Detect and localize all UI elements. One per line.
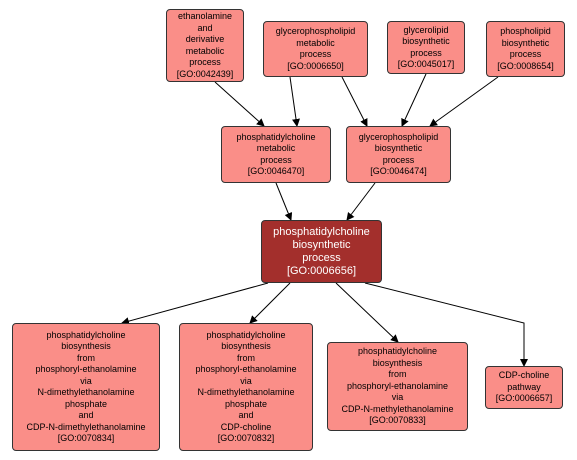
node-label-line: metabolic [185, 45, 225, 56]
node-label-line: process [509, 49, 542, 59]
node-label-line: from [77, 352, 95, 363]
edge-gpl-biosynthetic-to-pc-biosynthetic [346, 182, 376, 221]
node-label-line: N-dimethylethanolamine [37, 387, 135, 397]
node-label-line: [GO:0070832] [217, 433, 275, 443]
edge-pc-biosynthetic-to-go0006657 [364, 282, 528, 367]
node-label-line: process [302, 251, 341, 264]
node-label-line: ethanolamine [177, 11, 233, 21]
node-label-line: and [238, 410, 254, 420]
node-label-line: phosphatidylcholine [46, 329, 126, 340]
node-label-line: from [237, 352, 255, 363]
node-label-line: [GO:0008654] [497, 60, 554, 71]
node-label-line: phosphate [64, 398, 108, 409]
node-label-line: phosphoryl-ethanolamine [346, 380, 449, 391]
node-label-line: CDP-choline [498, 370, 550, 381]
node-label-line: [GO:0046470] [247, 166, 305, 176]
edge-ethanolamine-to-pc-metabolic [214, 81, 265, 127]
node-label-line: CDP-choline [220, 421, 272, 432]
node-label-line: phosphatidylcholine [206, 329, 286, 340]
node-label-line: phosphatidylcholine [236, 131, 316, 142]
node-label-line: process [410, 47, 442, 58]
node-label-line: biosynthetic [292, 238, 351, 251]
node-label-line: metabolic [256, 143, 296, 153]
node-label-line: biosynthesis [221, 341, 271, 351]
node-label-line: biosynthetic [402, 36, 450, 46]
node-label-line: CDP-N-methylethanolamine [341, 403, 454, 414]
edge-gpl-metabolic-to-pc-metabolic [289, 76, 300, 127]
node-label-line: [GO:0006657] [495, 393, 553, 404]
node-label-line: via [391, 392, 404, 403]
node-label-line: [GO:0070833] [369, 415, 426, 426]
node-label-line: via [80, 375, 92, 386]
node-label-line: process [189, 57, 221, 67]
node-label-line: biosynthesis [372, 357, 423, 368]
node-label-line: [GO:0042439] [176, 68, 234, 79]
edge-phospholipid-to-gpl-biosynthetic [429, 76, 499, 127]
edge-pc-metabolic-to-pc-biosynthetic [275, 182, 293, 221]
node-label-line: glycerophospholipid [358, 131, 439, 142]
node-label-line: biosynthetic [374, 143, 423, 153]
edge-glycerolipid-to-gpl-biosynthetic [401, 73, 427, 127]
node-label-line: biosynthetic [501, 37, 550, 48]
node-label-line: process [382, 154, 415, 165]
node-label-line: [GO:0006656] [286, 264, 357, 277]
node-label-line: CDP-N-dimethylethanolamine [26, 421, 146, 432]
node-label-line: phosphatidylcholine [357, 346, 438, 357]
edge-pc-biosynthetic-to-go0070832 [249, 282, 291, 324]
edge-gpl-metabolic-to-gpl-biosynthetic [341, 76, 368, 127]
node-label-line: process [299, 49, 332, 59]
node-label-line: [GO:0006650] [287, 60, 344, 71]
node-label-line: glycerolipid [403, 24, 449, 35]
node-label-line: from [388, 369, 407, 380]
node-label-line: phosphatidylcholine [273, 225, 370, 238]
node-label-line: glycerophospholipid [275, 26, 356, 36]
node-label-line: [GO:0046474] [370, 166, 427, 176]
node-label-line: N-dimethylethanolamine [197, 387, 295, 397]
edge-pc-biosynthetic-to-go0070833 [335, 282, 399, 343]
node-label-line: biosynthesis [61, 341, 111, 351]
node-label-line: and [197, 22, 213, 33]
node-label-line: pathway [507, 381, 541, 392]
node-label-line: metabolic [296, 37, 335, 48]
node-label-line: phosphate [224, 398, 268, 409]
edge-pc-biosynthetic-to-go0070834 [121, 282, 269, 326]
node-label-line: [GO:0070834] [57, 433, 115, 443]
node-label-line: phospholipid [500, 26, 551, 36]
node-label-line: and [78, 410, 94, 420]
node-label-line: process [260, 154, 292, 165]
node-label-line: via [240, 375, 252, 386]
node-label-line: [GO:0045017] [397, 59, 455, 69]
node-label-line: derivative [185, 34, 225, 44]
node-label-line: phosphoryl-ethanolamine [195, 364, 297, 374]
node-label-line: phosphoryl-ethanolamine [35, 364, 137, 374]
